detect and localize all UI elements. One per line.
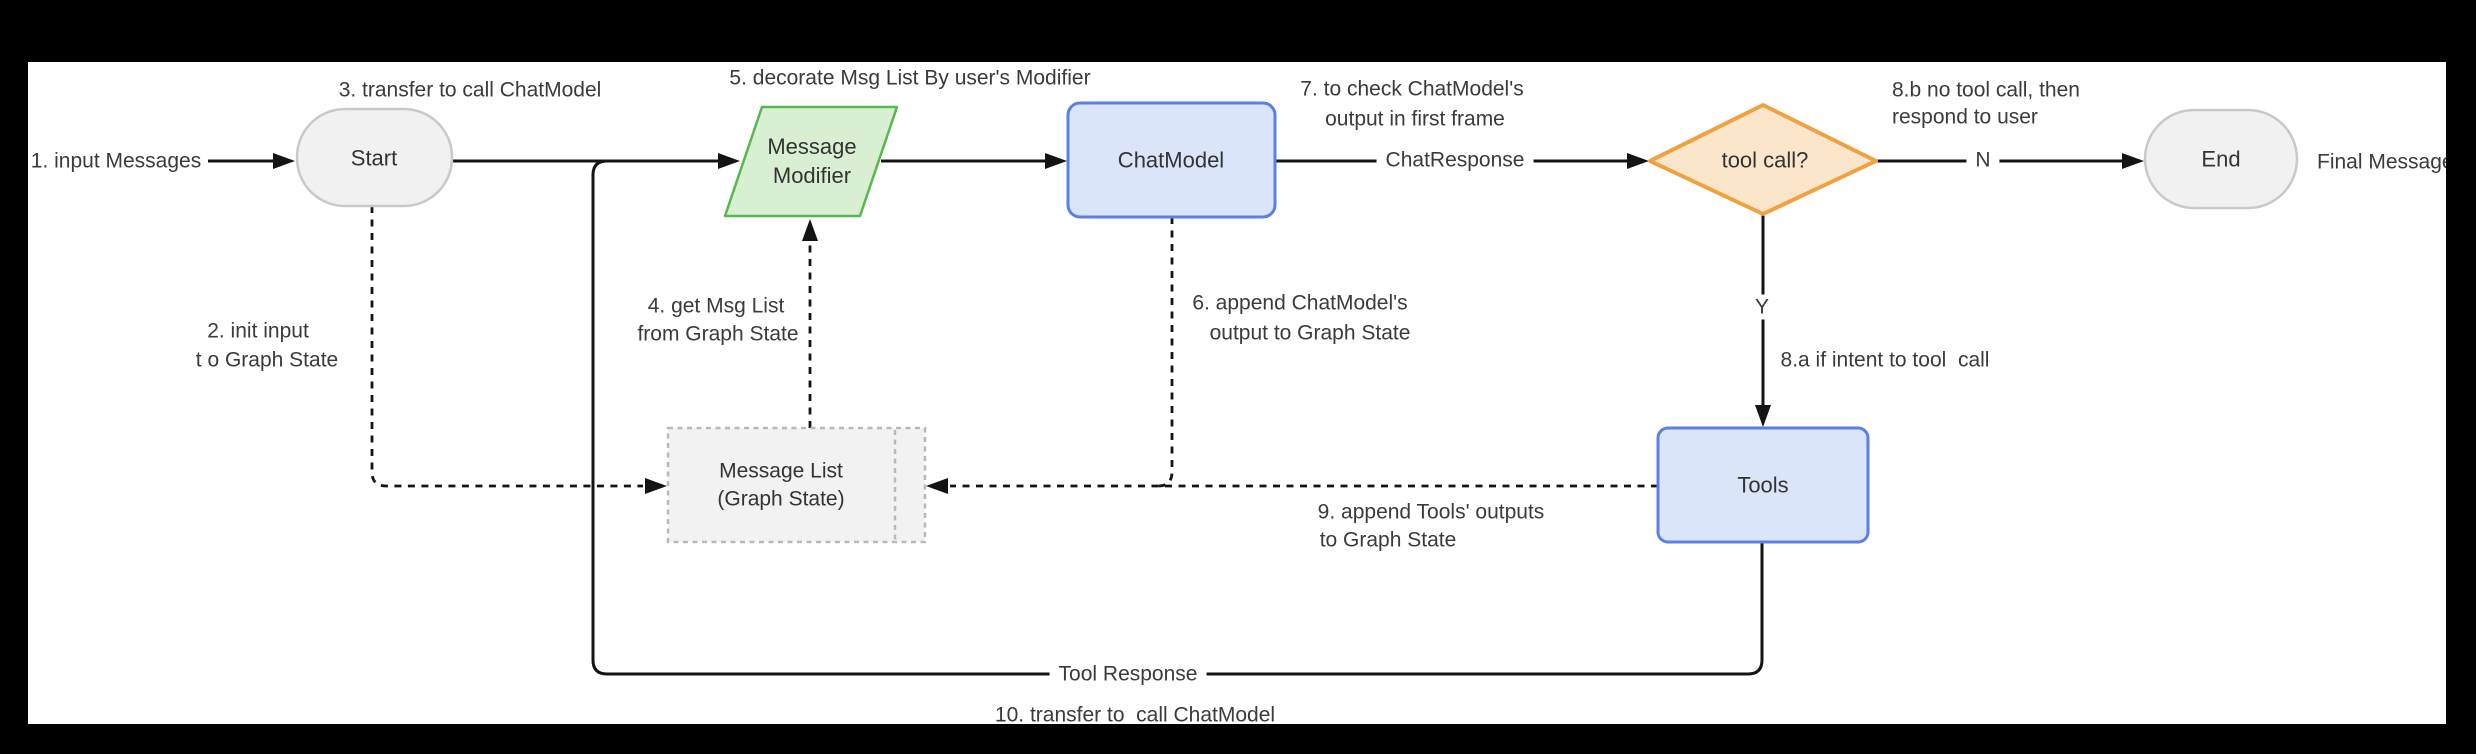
tools-node-label: Tools [1737,472,1789,498]
tool-call-diamond-label: tool call? [1721,147,1809,173]
tools-node-shape [1656,426,1870,544]
label-init-input-line2: t o Graph State [195,348,339,372]
chatmodel-node-shape [1066,101,1277,219]
edge-tool-response-loop [591,159,1764,676]
label-append-chatmodel-line1: 6. append ChatModel's [1192,291,1408,315]
label-init-input-line1: 2. init input [207,319,309,343]
solid-connectors [208,159,2122,676]
start-node-shape [295,107,454,208]
label-append-tools-line2: to Graph State [1319,528,1457,552]
label-no-tool-call-line1: 8.b no tool call, then [1892,78,2080,102]
message-list-label-line2: (Graph State) [717,487,845,510]
label-n: N [1966,147,2000,173]
label-check-output-line2: output in first frame [1325,107,1505,131]
message-list-shape [666,426,927,544]
arrowhead-into-modifier [718,153,740,169]
label-chat-response: ChatResponse [1376,147,1534,173]
arrowhead-into-end [2122,153,2144,169]
label-final-message: Final Message [2317,150,2446,174]
arrowhead-into-diamond [1627,153,1649,169]
label-no-tool-call-line2: respond to user [1892,105,2038,129]
message-modifier-shape [723,105,899,218]
label-append-chatmodel-line2: output to Graph State [1209,321,1411,345]
arrowhead-into-tools [1755,405,1771,427]
arrowhead-into-chatmodel [1045,153,1067,169]
end-node-label: End [2201,146,2241,172]
label-append-tools-line1: 9. append Tools' outputs [1317,500,1545,524]
arrowhead-into-messagelist-left [645,478,667,494]
arrowhead-into-messagelist-right [926,478,948,494]
label-get-msg-list-line1: 4. get Msg List [647,294,785,318]
message-list-label-line1: Message List [719,459,843,483]
dashed-connectors [370,206,1658,488]
message-list-label: Message List (Graph State) [717,457,844,512]
message-modifier-label-line2: Modifier [772,163,852,188]
label-get-msg-list-line2: from Graph State [637,322,799,346]
label-transfer-call-chatmodel: 3. transfer to call ChatModel [338,78,602,102]
edge-chatmodel-to-messagelist [1157,217,1174,488]
label-check-output-line1: 7. to check ChatModel's [1300,77,1524,101]
label-tool-response: Tool Response [1049,661,1207,687]
label-transfer-call-chatmodel-10: 10. transfer to call ChatModel [994,703,1276,725]
message-list-box [666,426,927,544]
tool-call-diamond-shape [1648,103,1878,216]
edge-start-to-messagelist [370,206,643,488]
label-input-messages: 1. input Messages [30,149,202,173]
arrowhead-into-start [273,153,295,169]
end-node-shape [2143,108,2299,210]
start-node-label: Start [350,145,398,171]
flowchart-graphics [208,101,2299,676]
label-decorate-msg-list: 5. decorate Msg List By user's Modifier [729,66,1091,90]
arrowhead-into-modifier-bottom [802,219,818,241]
arrowheads [273,153,2144,494]
message-modifier-label-line1: Message [767,133,857,159]
chatmodel-node-label: ChatModel [1117,147,1225,173]
label-if-intent-tool-call: 8.a if intent to tool call [1780,348,1990,372]
label-y: Y [1745,294,1779,320]
